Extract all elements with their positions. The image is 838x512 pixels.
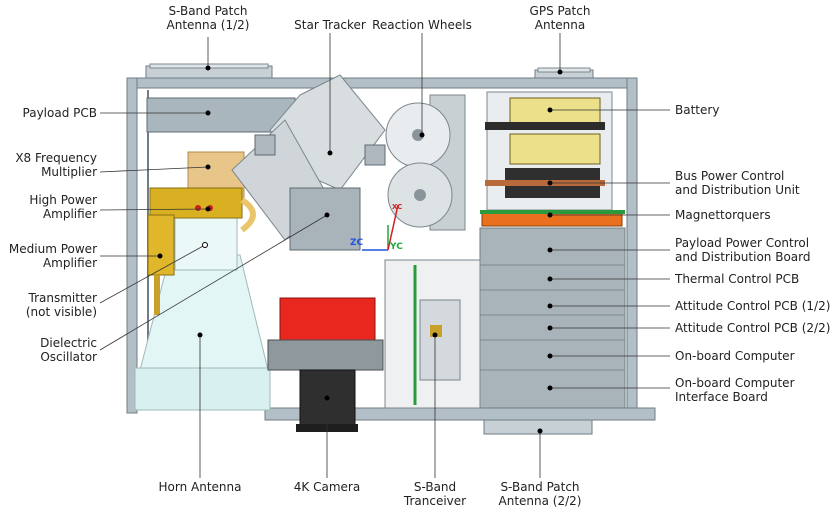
label-attitude-1: Attitude Control PCB (1/2) xyxy=(675,299,831,313)
callout-dots xyxy=(157,65,563,434)
axis-z-label: ZC xyxy=(350,238,364,248)
pcb-stack xyxy=(479,227,626,409)
axis-x-arrow xyxy=(387,204,399,251)
label-reaction-wheels: Reaction Wheels xyxy=(372,18,472,32)
label-horn-antenna: Horn Antenna xyxy=(158,480,242,494)
label-payload-pcb: Payload PCB xyxy=(22,106,97,120)
star-tracker-bracket xyxy=(289,187,361,251)
label-battery: Battery xyxy=(675,103,720,117)
reaction-wheels xyxy=(385,94,466,231)
label-star-tracker: Star Tracker xyxy=(294,18,366,32)
axis-y-label: YC xyxy=(390,242,403,252)
label-magnetorquers: Magnettorquers xyxy=(675,208,771,222)
structure-frame xyxy=(126,65,656,435)
high-power-amplifier xyxy=(149,187,256,233)
gps-patch-top xyxy=(537,67,591,73)
label-thermal-pcb: Thermal Control PCB xyxy=(675,272,800,286)
label-transmitter: Transmitter(not visible) xyxy=(25,291,97,319)
label-attitude-2: Attitude Control PCB (2/2) xyxy=(675,321,831,335)
label-camera-4k: 4K Camera xyxy=(293,480,361,494)
leader-lines xyxy=(99,33,670,478)
horn-antenna xyxy=(134,211,271,411)
axis-x-label: XC xyxy=(392,203,403,211)
label-obc: On-board Computer xyxy=(675,349,795,363)
pcb-edge-green xyxy=(480,210,625,214)
sband-transceiver xyxy=(384,259,481,409)
payload-pcb xyxy=(146,97,296,133)
medium-power-amplifier xyxy=(147,214,175,315)
